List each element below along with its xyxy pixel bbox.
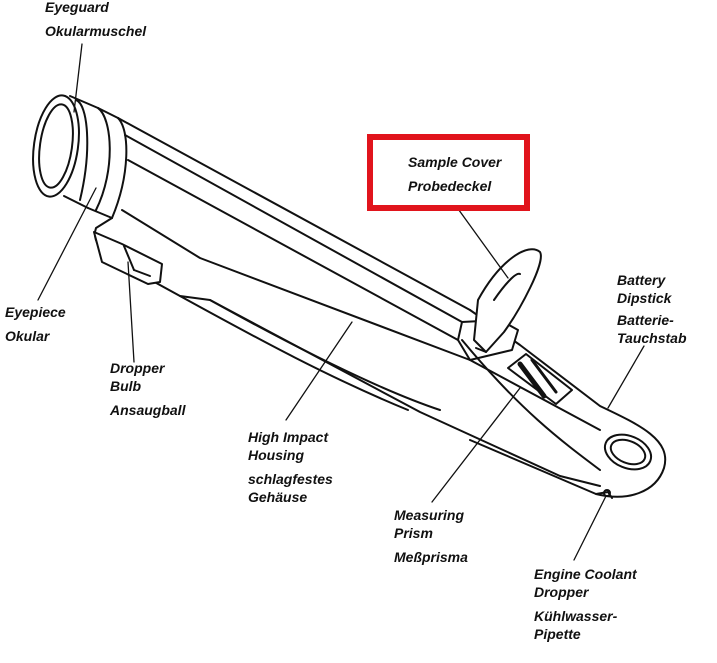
label-eyeguard: Eyeguard Okularmuschel: [45, 0, 146, 40]
label-housing: High Impact Housing schlagfestes Gehäuse: [248, 428, 333, 506]
leader-measuring-prism: [431, 387, 521, 503]
label-measuring-prism-en-1: Measuring: [394, 507, 465, 523]
leader-housing: [285, 321, 353, 421]
leader-dropper-bulb: [127, 261, 135, 363]
measuring-prism-part: [507, 353, 573, 405]
label-coolant-dropper-de-1: Kühlwasser-: [534, 608, 618, 624]
label-dropper-bulb-de: Ansaugball: [110, 402, 186, 418]
label-sample-cover-en: Sample Cover: [408, 154, 502, 170]
sample-cover-highlight-box: [367, 134, 530, 211]
label-measuring-prism-de: Meßprisma: [394, 549, 468, 565]
leader-sample-cover: [455, 205, 509, 279]
label-eyepiece: Eyepiece Okular: [5, 303, 66, 345]
label-sample-cover: Sample Cover Probedeckel: [408, 153, 501, 195]
leader-eyepiece: [37, 187, 97, 301]
label-eyepiece-en: Eyepiece: [5, 304, 66, 320]
leader-eyeguard: [73, 43, 83, 113]
label-housing-de-2: Gehäuse: [248, 489, 308, 505]
label-sample-cover-de: Probedeckel: [408, 178, 492, 194]
label-battery-dipstick-en-2: Dipstick: [617, 290, 672, 306]
label-eyeguard-en: Eyeguard: [45, 0, 109, 15]
label-coolant-dropper-en-1: Engine Coolant: [534, 566, 637, 582]
sample-cover-part: [457, 248, 601, 471]
label-battery-dipstick-en-1: Battery: [617, 272, 666, 288]
label-housing-en-1: High Impact: [248, 429, 329, 445]
label-dropper-bulb: Dropper Bulb Ansaugball: [110, 359, 185, 419]
leader-battery-dipstick: [607, 345, 645, 409]
label-coolant-dropper: Engine Coolant Dropper Kühlwasser- Pipet…: [534, 565, 637, 643]
label-housing-de-1: schlagfestes: [248, 471, 333, 487]
eyepiece-part: [87, 107, 128, 219]
label-dropper-bulb-en-1: Dropper: [110, 360, 165, 376]
label-measuring-prism-en-2: Prism: [394, 525, 433, 541]
label-coolant-dropper-de-2: Pipette: [534, 626, 581, 642]
leader-lines: [37, 43, 645, 561]
label-dropper-bulb-en-2: Bulb: [110, 378, 142, 394]
dropper-bulb-part: [93, 231, 163, 285]
label-battery-dipstick-de-2: Tauchstab: [617, 330, 687, 346]
label-battery-dipstick-de-1: Batterie-: [617, 312, 674, 328]
label-coolant-dropper-en-2: Dropper: [534, 584, 589, 600]
battery-dipstick-part: [469, 309, 667, 499]
label-eyepiece-de: Okular: [5, 328, 50, 344]
label-measuring-prism: Measuring Prism Meßprisma: [394, 506, 468, 566]
label-eyeguard-de: Okularmuschel: [45, 23, 147, 39]
label-battery-dipstick: Battery Dipstick Batterie- Tauchstab: [617, 271, 687, 347]
leader-coolant-dropper: [573, 495, 607, 561]
label-housing-en-2: Housing: [248, 447, 304, 463]
eyeguard-part: [32, 94, 99, 209]
